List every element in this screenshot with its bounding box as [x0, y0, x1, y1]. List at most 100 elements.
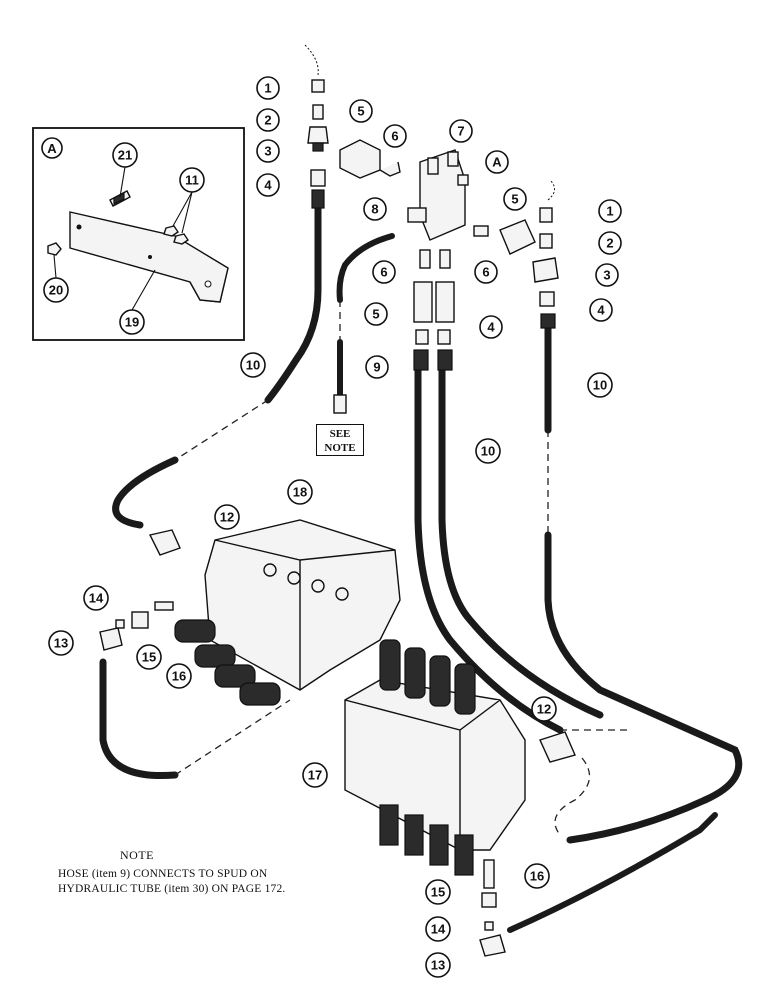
callout-number: 9 — [373, 360, 380, 375]
callout-circle — [112, 142, 138, 168]
callout-circle — [179, 167, 205, 193]
callout-number: 5 — [511, 192, 518, 207]
callout-15: 15 — [136, 644, 162, 670]
see-note-box: SEE NOTE — [316, 424, 364, 456]
callout-1: 1 — [598, 199, 622, 223]
callout-number: 15 — [431, 885, 445, 900]
callout-circle — [349, 99, 373, 123]
callout-3: 3 — [256, 139, 280, 163]
callout-number: 19 — [125, 315, 139, 330]
callout-10: 10 — [240, 352, 266, 378]
callout-circle — [479, 315, 503, 339]
callout-circle — [119, 309, 145, 335]
callout-number: 16 — [172, 669, 186, 684]
callout-circle — [485, 150, 509, 174]
callout-circle — [364, 302, 388, 326]
note-title: NOTE — [120, 848, 154, 862]
callout-number: A — [492, 155, 502, 170]
callout-number: 6 — [391, 129, 398, 144]
callout-number: 1 — [264, 81, 271, 96]
callout-19: 19 — [119, 309, 145, 335]
callout-number: 14 — [89, 591, 104, 606]
callout-number: 11 — [185, 173, 199, 188]
callout-number: 15 — [142, 650, 156, 665]
callout-2: 2 — [598, 231, 622, 255]
callout-number: 21 — [118, 148, 132, 163]
callout-number: 10 — [246, 358, 260, 373]
callout-18: 18 — [287, 479, 313, 505]
callout-circle — [598, 199, 622, 223]
callout-number: 13 — [54, 636, 68, 651]
callout-circle — [383, 124, 407, 148]
callout-6: 6 — [372, 260, 396, 284]
callout-12: 12 — [531, 696, 557, 722]
callout-circle — [240, 352, 266, 378]
callout-5: 5 — [349, 99, 373, 123]
callout-number: 2 — [264, 113, 271, 128]
callout-circle — [256, 108, 280, 132]
callout-number: 4 — [597, 303, 605, 318]
callout-13: 13 — [48, 630, 74, 656]
callout-10: 10 — [587, 372, 613, 398]
callout-number: 3 — [264, 144, 271, 159]
callout-number: 16 — [530, 869, 544, 884]
callout-10: 10 — [475, 438, 501, 464]
callout-7: 7 — [449, 119, 473, 143]
callout-number: 7 — [457, 124, 464, 139]
callout-number: 2 — [606, 236, 613, 251]
callout-number: 1 — [606, 204, 613, 219]
inset-a-detail: A — [32, 127, 245, 341]
callout-number: 4 — [487, 320, 495, 335]
callout-circle — [48, 630, 74, 656]
callout-1: 1 — [256, 76, 280, 100]
callout-number: 20 — [49, 283, 63, 298]
callout-number: 10 — [593, 378, 607, 393]
callout-number: 4 — [264, 178, 272, 193]
callout-circle — [83, 585, 109, 611]
callout-circle — [475, 438, 501, 464]
callout-number: 3 — [603, 268, 610, 283]
callout-circle — [166, 663, 192, 689]
callout-14: 14 — [83, 585, 109, 611]
callout-20: 20 — [43, 277, 69, 303]
callout-4: 4 — [479, 315, 503, 339]
hoses — [99, 203, 743, 933]
callout-circle — [589, 298, 613, 322]
inset-label: A — [47, 141, 57, 156]
callout-2: 2 — [256, 108, 280, 132]
callout-number: 5 — [357, 104, 364, 119]
callout-number: 17 — [308, 768, 322, 783]
callout-number: 12 — [537, 702, 551, 717]
callout-circle — [595, 263, 619, 287]
callout-circle — [598, 231, 622, 255]
callout-number: 6 — [482, 265, 489, 280]
callout-circle — [474, 260, 498, 284]
callout-circle — [503, 187, 527, 211]
callout-circle — [365, 355, 389, 379]
callout-circle — [136, 644, 162, 670]
callout-6: 6 — [474, 260, 498, 284]
callout-circle — [256, 76, 280, 100]
callout-circle — [363, 197, 387, 221]
callout-circle — [214, 504, 240, 530]
callout-15: 15 — [425, 879, 451, 905]
callout-circle — [425, 879, 451, 905]
callout-circle — [425, 952, 451, 978]
callout-number: 10 — [481, 444, 495, 459]
callout-17: 17 — [302, 762, 328, 788]
callout-16: 16 — [524, 863, 550, 889]
callout-11: 11 — [179, 167, 205, 193]
callout-circle — [587, 372, 613, 398]
callout-6: 6 — [383, 124, 407, 148]
callout-number: 13 — [431, 958, 445, 973]
callout-number: 6 — [380, 265, 387, 280]
valve-block — [339, 139, 559, 371]
see-note-line2: NOTE — [324, 442, 356, 454]
callout-circle — [425, 916, 451, 942]
callout-21: 21 — [112, 142, 138, 168]
callout-14: 14 — [425, 916, 451, 942]
callout-circle — [531, 696, 557, 722]
callout-4: 4 — [256, 173, 280, 197]
note-text: HOSE (item 9) CONNECTS TO SPUD ON HYDRAU… — [58, 868, 286, 895]
